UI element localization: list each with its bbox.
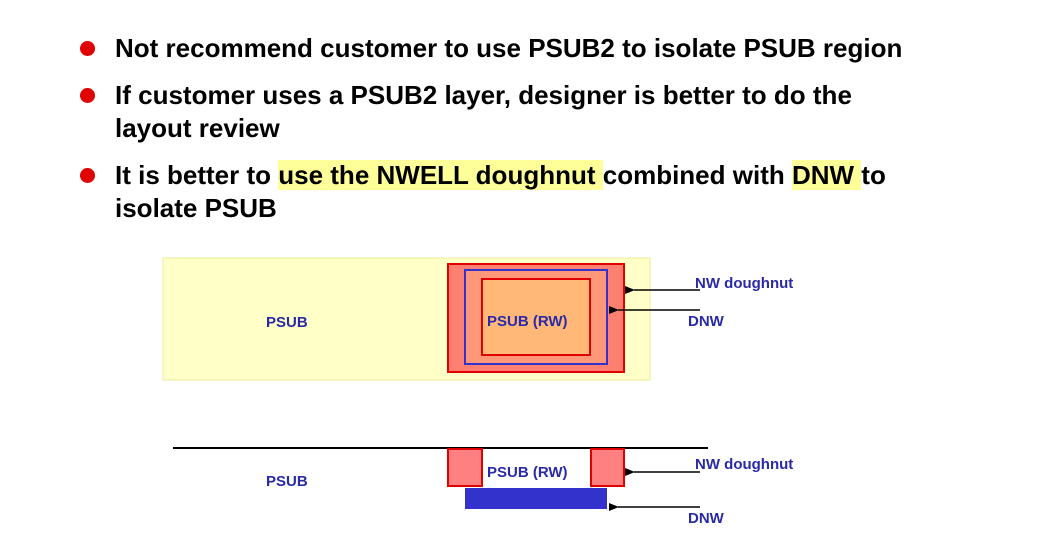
- psub-rw-label: PSUB (RW): [487, 464, 568, 481]
- bullet-text: Not recommend customer to use PSUB2 to i…: [115, 32, 980, 65]
- dnw-label: DNW: [688, 313, 725, 330]
- top-view: PSUB PSUB (RW) NW doughnut DNW: [162, 257, 793, 381]
- cross-section: PSUB PSUB (RW) NW doughnut DNW: [173, 447, 793, 527]
- bullet-dot: [80, 88, 95, 103]
- bullet-text-segment: It is better to: [115, 160, 279, 190]
- nw-doughnut-right: [590, 448, 625, 487]
- bullet-1: Not recommend customer to use PSUB2 to i…: [80, 32, 980, 65]
- psub-rw-label: PSUB (RW): [487, 313, 568, 330]
- bullet-text-segment: to isolate PSUB: [115, 160, 886, 223]
- psub-label: PSUB: [266, 314, 308, 331]
- psub-label: PSUB: [266, 473, 308, 490]
- dnw-label: DNW: [688, 510, 725, 527]
- bullet-text-segment: Not recommend customer to use PSUB2 to i…: [115, 33, 903, 63]
- dnw-layer: [465, 488, 607, 509]
- bullet-text-segment: If customer uses a PSUB2 layer, designer…: [115, 80, 852, 143]
- nw-doughnut-left: [447, 448, 483, 487]
- bullet-dot: [80, 41, 95, 56]
- bullet-2: If customer uses a PSUB2 layer, designer…: [80, 79, 980, 145]
- bullet-text-highlight: DNW: [791, 160, 862, 190]
- bullet-text-highlight: use the NWELL doughnut: [278, 160, 603, 190]
- bullet-text: It is better to use the NWELL doughnut c…: [115, 159, 955, 225]
- bullet-dot: [80, 168, 95, 183]
- nw-doughnut-label: NW doughnut: [695, 456, 793, 473]
- bullet-3: It is better to use the NWELL doughnut c…: [80, 159, 980, 225]
- bullet-text-segment: combined with: [602, 160, 792, 190]
- nw-doughnut-label: NW doughnut: [695, 275, 793, 292]
- bullet-text: If customer uses a PSUB2 layer, designer…: [115, 79, 935, 145]
- psub-rw-region: [481, 278, 591, 356]
